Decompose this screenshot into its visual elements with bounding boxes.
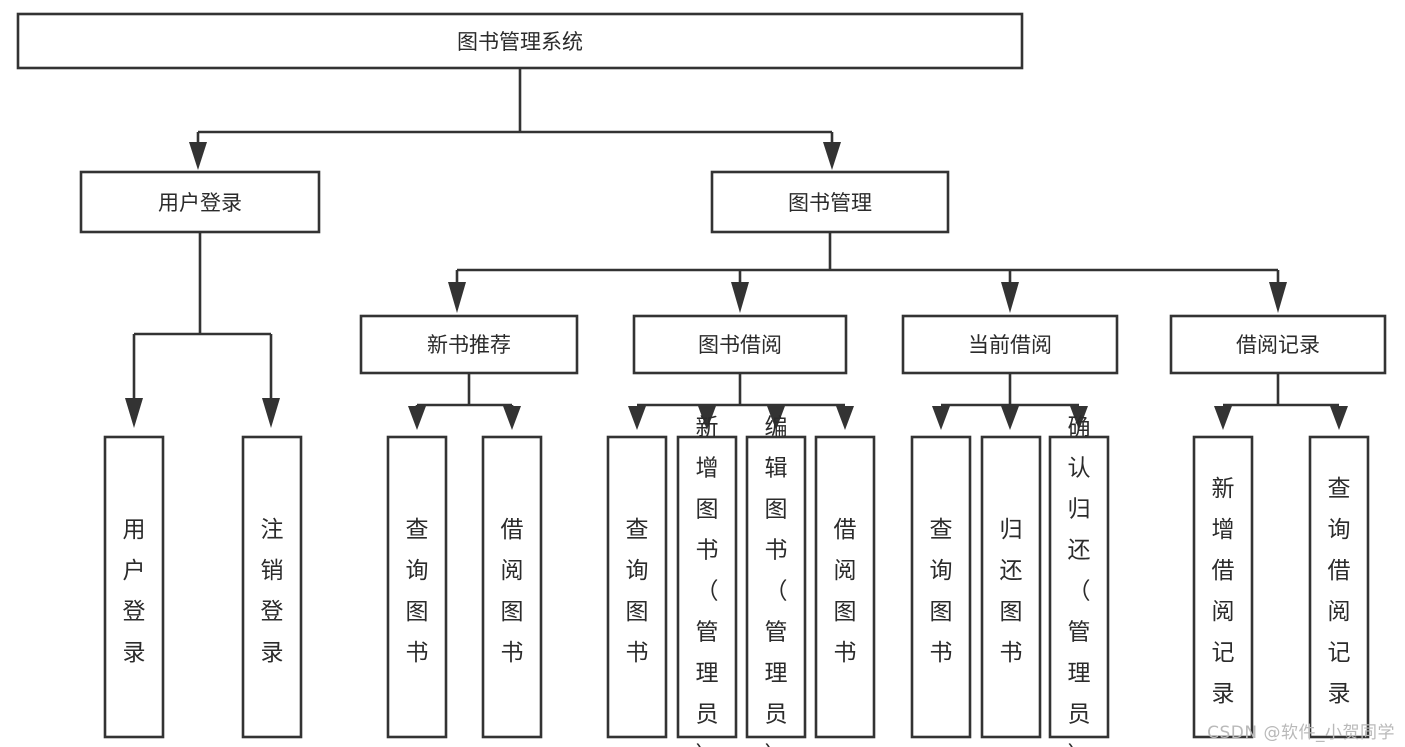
leaf-box-query-book-3[interactable] xyxy=(910,435,972,739)
leaf-labels: 用户登录 注销登录 查询图书 借阅图书 查询图书 新增图书（管理员） 编辑图书（… xyxy=(123,414,1351,747)
node-book-borrow-box[interactable] xyxy=(632,314,848,375)
node-user-login-label: 用户登录 xyxy=(158,191,242,215)
node-new-book-recommend-box[interactable] xyxy=(359,314,579,375)
node-book-manage-box[interactable] xyxy=(710,170,950,234)
leaf-box-logout-login[interactable] xyxy=(241,435,303,739)
leaf-box-add-record[interactable] xyxy=(1192,435,1254,739)
arrowhead-newbook xyxy=(448,282,466,313)
arrowhead-leaf-add-record xyxy=(1214,406,1232,430)
arrowhead-currentborrow xyxy=(1001,282,1019,313)
arrowhead-user-login xyxy=(189,142,207,170)
csdn-watermark: CSDN @软件_小贺同学 xyxy=(1207,723,1395,743)
node-book-manage-label: 图书管理 xyxy=(788,191,872,215)
node-new-book-recommend-label: 新书推荐 xyxy=(427,333,511,357)
arrowhead-bookborrow xyxy=(731,282,749,313)
leaf-label-confirm-return: 确认归还（管理员） xyxy=(1068,414,1091,747)
arrowhead-leaf-add-book xyxy=(698,406,716,430)
node-book-borrow-label: 图书借阅 xyxy=(698,333,782,357)
node-root-label: 图书管理系统 xyxy=(457,30,583,54)
connectors xyxy=(125,68,1348,430)
node-root[interactable]: 图书管理系统 xyxy=(16,12,1024,70)
node-current-borrow-box[interactable] xyxy=(901,314,1119,375)
leaf-label-logout-login: 注销登录 xyxy=(261,517,284,666)
arrowhead-leaf-confirm-return xyxy=(1070,406,1088,430)
arrowhead-leaf-logout-login xyxy=(262,398,280,428)
node-book-borrow[interactable]: 图书借阅 xyxy=(632,314,848,375)
leaf-label-query-record: 查询借阅记录 xyxy=(1328,476,1351,707)
arrowhead-leaf-query-book-1 xyxy=(408,406,426,430)
leaf-label-add-record: 新增借阅记录 xyxy=(1212,476,1235,707)
leaf-box-return-book[interactable] xyxy=(980,435,1042,739)
arrowhead-book-manage xyxy=(823,142,841,170)
arrowhead-leaf-edit-book xyxy=(767,406,785,430)
leaf-label-query-book-2: 查询图书 xyxy=(626,517,649,666)
arrowhead-borrowrecord xyxy=(1269,282,1287,313)
node-borrow-record-label: 借阅记录 xyxy=(1236,333,1320,357)
leaf-label-query-book-1: 查询图书 xyxy=(406,517,429,666)
leaf-label-add-book: 新增图书（管理员） xyxy=(696,414,719,747)
leaf-box-confirm-return[interactable] xyxy=(1048,435,1110,739)
node-new-book-recommend[interactable]: 新书推荐 xyxy=(359,314,579,375)
leaf-box-query-record[interactable] xyxy=(1308,435,1370,739)
node-user-login[interactable]: 用户登录 xyxy=(79,170,321,234)
leaf-label-return-book: 归还图书 xyxy=(1000,517,1023,666)
leaf-label-user-login: 用户登录 xyxy=(123,517,146,666)
node-current-borrow[interactable]: 当前借阅 xyxy=(901,314,1119,375)
node-borrow-record[interactable]: 借阅记录 xyxy=(1169,314,1387,375)
leaf-label-borrow-book-1: 借阅图书 xyxy=(501,517,524,666)
leaf-box-query-book-2[interactable] xyxy=(606,435,668,739)
node-user-login-box[interactable] xyxy=(79,170,321,234)
arrowhead-leaf-query-book-2 xyxy=(628,406,646,430)
leaf-nodes xyxy=(103,435,1370,739)
arrowhead-leaf-query-book-3 xyxy=(932,406,950,430)
node-current-borrow-label: 当前借阅 xyxy=(968,333,1052,357)
leaf-label-query-book-3: 查询图书 xyxy=(930,517,953,666)
leaf-box-borrow-book-1[interactable] xyxy=(481,435,543,739)
leaf-box-add-book[interactable] xyxy=(676,435,738,739)
leaf-label-borrow-book-2: 借阅图书 xyxy=(834,517,857,666)
arrowhead-leaf-return-book xyxy=(1001,406,1019,430)
leaf-box-borrow-book-2[interactable] xyxy=(814,435,876,739)
leaf-box-edit-book[interactable] xyxy=(745,435,807,739)
leaf-box-query-book-1[interactable] xyxy=(386,435,448,739)
arrowhead-leaf-query-record xyxy=(1330,406,1348,430)
arrowhead-leaf-borrow-book-2 xyxy=(836,406,854,430)
node-borrow-record-box[interactable] xyxy=(1169,314,1387,375)
arrowhead-leaf-user-login xyxy=(125,398,143,428)
node-book-manage[interactable]: 图书管理 xyxy=(710,170,950,234)
leaf-box-user-login[interactable] xyxy=(103,435,165,739)
leaf-label-edit-book: 编辑图书（管理员） xyxy=(765,414,788,747)
arrowhead-leaf-borrow-book-1 xyxy=(503,406,521,430)
node-root-box[interactable] xyxy=(16,12,1024,70)
